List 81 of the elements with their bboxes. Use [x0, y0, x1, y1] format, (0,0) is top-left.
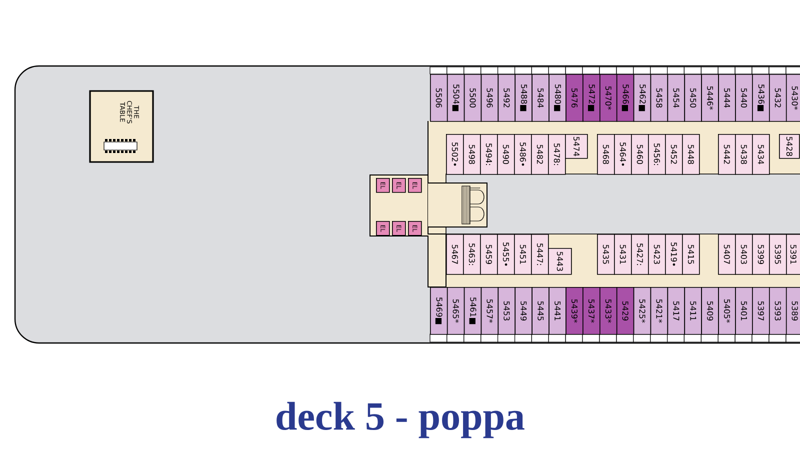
cabin-box: 5431 [614, 234, 632, 275]
cabin-box: 5433* [600, 287, 618, 335]
cabin-box: 5484 [532, 74, 550, 122]
cabin-box: 5453 [498, 287, 516, 335]
cabin-box: 5449 [514, 287, 532, 335]
cabin-box: 5486• [514, 134, 532, 175]
cabin-box: 5395 [769, 234, 787, 275]
cabin-box: 5456: [648, 134, 666, 175]
cabin-box: 5409 [701, 287, 719, 335]
cabin-box: 5435 [597, 234, 615, 275]
cabin-box: 5458 [650, 74, 668, 122]
diagram-title: deck 5 - poppa [276, 402, 524, 438]
cabin-box: 5474 [565, 134, 588, 159]
cabin-box: 5494: [480, 134, 498, 175]
cabin-box: 5415 [682, 234, 700, 275]
cabin-box: 5461■ [464, 287, 482, 335]
cabin-box: 5389 [786, 287, 800, 335]
cabin-box: 5490 [497, 134, 515, 175]
cabin-box: 5454 [667, 74, 686, 122]
cabin-box: 5469■ [430, 287, 448, 335]
cabin-box: 5427: [631, 234, 649, 275]
cabin-box: 5459 [480, 234, 498, 275]
cabin-box: 5405* [718, 287, 736, 335]
cabin-box: 5466■ [616, 74, 634, 122]
cabin-box: 5437* [582, 287, 600, 335]
cabin-box: 5419• [665, 234, 683, 275]
cabin-box: 5470* [600, 74, 618, 122]
cabin-box: 5421* [650, 287, 668, 335]
cabin-box: 5465* [446, 287, 465, 335]
cabin-box: 5391 [786, 234, 800, 275]
cabin-box: 5450 [684, 74, 702, 122]
cabin-box: 5502• [446, 134, 464, 175]
cabin-box: 5403 [735, 234, 753, 275]
cabin-box: 5467 [446, 234, 464, 275]
cabin-box: 5488■ [514, 74, 532, 122]
cabin-box: 5460 [631, 134, 649, 175]
cabin-box: 5393 [769, 287, 787, 335]
cabin-box: 5506 [430, 74, 448, 122]
cabin-box: 5452 [665, 134, 683, 175]
cabin-box: 5441 [548, 287, 566, 335]
cabin-box: 5482 [531, 134, 549, 175]
cabin-box: 5472■ [582, 74, 600, 122]
cabin-box: 5432 [769, 74, 787, 122]
cabin-box: 5476 [566, 74, 584, 122]
cabin-box: 5504■ [446, 74, 465, 122]
cabin-box: 5451 [514, 234, 532, 275]
cabin-box: 5439* [566, 287, 584, 335]
cabin-box: 5438 [735, 134, 753, 175]
cabin-box: 5480■ [548, 74, 566, 122]
cabin-box: 5397 [752, 287, 770, 335]
cabin-box: 5442 [718, 134, 736, 175]
cabin-box: 5446* [701, 74, 719, 122]
cabin-box: 5455• [497, 234, 515, 275]
cabin-box: 5444 [718, 74, 736, 122]
cabin-box: 5423 [648, 234, 666, 275]
cabin-box: 5434 [752, 134, 770, 175]
cabin-box: 5445 [532, 287, 550, 335]
cabin-box: 5448 [682, 134, 700, 175]
cabin-box: 5436■ [752, 74, 770, 122]
cabin-box: 5468 [597, 134, 615, 175]
cabin-box: 5417 [667, 287, 686, 335]
cabin-box: 5399 [752, 234, 770, 275]
cabin-box: 5407 [718, 234, 736, 275]
cabin-box: 5411 [684, 287, 702, 335]
cabin-box: 5440 [735, 74, 753, 122]
cabin-box: 5478: [548, 134, 566, 175]
cabin-box: 5464• [614, 134, 632, 175]
cabin-box: 5498 [463, 134, 481, 175]
cabin-box: 5492 [498, 74, 516, 122]
cabin-box: 5500 [464, 74, 482, 122]
cabin-box: 5462■ [633, 74, 652, 122]
cabin-box: 5428 [779, 134, 800, 159]
cabin-box: 5425* [633, 287, 652, 335]
cabin-box: 5447: [531, 234, 549, 275]
cabin-box: 5496 [480, 74, 499, 122]
cabin-box: 5429 [616, 287, 634, 335]
cabin-box: 5430* [786, 74, 800, 122]
cabin-box: 5463: [463, 234, 481, 275]
cabin-box: 5457* [480, 287, 499, 335]
cabin-box: 5401 [735, 287, 753, 335]
cabin-box: 5443 [548, 248, 572, 275]
